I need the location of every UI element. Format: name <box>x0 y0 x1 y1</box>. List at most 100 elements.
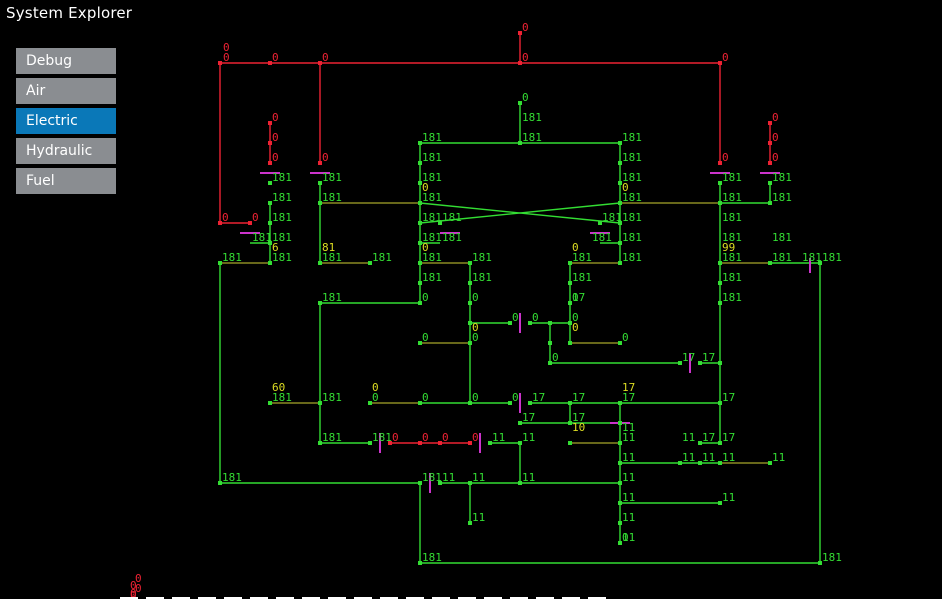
voltage-readout: 181 <box>622 191 642 204</box>
bus-node <box>568 421 572 425</box>
bus-node <box>618 261 622 265</box>
voltage-readout: 181 <box>602 211 622 224</box>
bus-node <box>268 161 272 165</box>
voltage-readout: 181 <box>222 251 242 264</box>
voltage-readout: 0 <box>272 151 279 164</box>
voltage-readout: 0 <box>223 41 230 54</box>
voltage-readout: 181 <box>572 251 592 264</box>
menu-button-air[interactable]: Air <box>16 78 116 104</box>
voltage-readout: 181 <box>802 251 822 264</box>
voltage-readout: 181 <box>272 231 292 244</box>
voltage-readout: 181 <box>622 171 642 184</box>
voltage-readout: 17 <box>522 411 535 424</box>
voltage-readout: 0 <box>130 587 137 599</box>
menu-button-hydraulic[interactable]: Hydraulic <box>16 138 116 164</box>
bus-node <box>518 441 522 445</box>
bus-node <box>568 441 572 445</box>
scroll-indicator <box>250 597 268 599</box>
voltage-readout: 11 <box>772 451 785 464</box>
voltage-readout: 0 <box>422 431 429 444</box>
voltage-readout: 181 <box>322 431 342 444</box>
scroll-indicator <box>276 597 294 599</box>
voltage-readout: 0 <box>622 181 629 194</box>
voltage-readout: 11 <box>722 491 735 504</box>
voltage-readout: 0 <box>552 351 559 364</box>
scroll-indicator <box>302 597 320 599</box>
voltage-readout: 0 <box>772 111 779 124</box>
voltage-readout: 0 <box>572 291 579 304</box>
voltage-readout: 181 <box>442 211 462 224</box>
voltage-readout: 11 <box>522 471 535 484</box>
voltage-readout: 181 <box>422 151 442 164</box>
voltage-readout: 181 <box>322 251 342 264</box>
bus-node <box>268 241 272 245</box>
voltage-readout: 60 <box>272 381 285 394</box>
bus-node <box>568 261 572 265</box>
menu-button-debug[interactable]: Debug <box>16 48 116 74</box>
voltage-readout: 0 <box>522 91 529 104</box>
bus-node <box>718 161 722 165</box>
bus-node <box>618 341 622 345</box>
bus-node <box>768 181 772 185</box>
bus-node <box>418 281 422 285</box>
voltage-readout: 0 <box>472 291 479 304</box>
voltage-readout: 0 <box>135 572 142 585</box>
voltage-readout: 181 <box>622 251 642 264</box>
bus-node <box>518 61 522 65</box>
voltage-readout: 0 <box>422 331 429 344</box>
scroll-indicator <box>484 597 502 599</box>
bus-node <box>618 161 622 165</box>
bus-node <box>268 201 272 205</box>
bus-node <box>768 461 772 465</box>
voltage-readout: 17 <box>572 391 585 404</box>
voltage-readout: 0 <box>130 579 137 592</box>
voltage-readout: 0 <box>472 321 479 334</box>
bus-node <box>438 481 442 485</box>
window-title: System Explorer <box>6 4 133 22</box>
menu-button-fuel[interactable]: Fuel <box>16 168 116 194</box>
bus-node <box>718 441 722 445</box>
voltage-readout: 181 <box>472 271 492 284</box>
voltage-readout: 0 <box>622 531 629 544</box>
voltage-readout: 0 <box>472 391 479 404</box>
bus-node <box>468 301 472 305</box>
voltage-readout: 181 <box>422 171 442 184</box>
bus-node <box>268 261 272 265</box>
bus-node <box>438 441 442 445</box>
bus-node <box>318 61 322 65</box>
voltage-readout: 0 <box>472 431 479 444</box>
voltage-readout: 11 <box>622 421 635 434</box>
voltage-readout: 0 <box>572 241 579 254</box>
bus-node <box>318 261 322 265</box>
bus-node <box>318 181 322 185</box>
bus-node <box>368 261 372 265</box>
bus-node <box>618 521 622 525</box>
bus-node <box>718 61 722 65</box>
voltage-readout: 181 <box>322 291 342 304</box>
scroll-indicator <box>224 597 242 599</box>
voltage-readout: 0 <box>422 291 429 304</box>
bus-node <box>468 441 472 445</box>
voltage-readout: 0 <box>472 331 479 344</box>
voltage-readout: 11 <box>682 431 695 444</box>
bus-node <box>618 421 622 425</box>
voltage-readout: 17 <box>572 411 585 424</box>
scroll-indicator <box>354 597 372 599</box>
voltage-readout: 0 <box>372 381 379 394</box>
bus-node <box>318 401 322 405</box>
bus-node <box>518 421 522 425</box>
voltage-readout: 11 <box>522 431 535 444</box>
voltage-readout: 181 <box>722 171 742 184</box>
voltage-readout: 181 <box>322 391 342 404</box>
bus-node <box>418 201 422 205</box>
voltage-readout: 0 <box>272 51 279 64</box>
menu-button-electric[interactable]: Electric <box>16 108 116 134</box>
voltage-readout: 0 <box>442 431 449 444</box>
voltage-readout: 11 <box>622 471 635 484</box>
bus-node <box>218 261 222 265</box>
voltage-readout: 0 <box>372 391 379 404</box>
bus-node <box>518 101 522 105</box>
bus-node <box>618 241 622 245</box>
bus-node <box>718 281 722 285</box>
bus-node <box>268 61 272 65</box>
